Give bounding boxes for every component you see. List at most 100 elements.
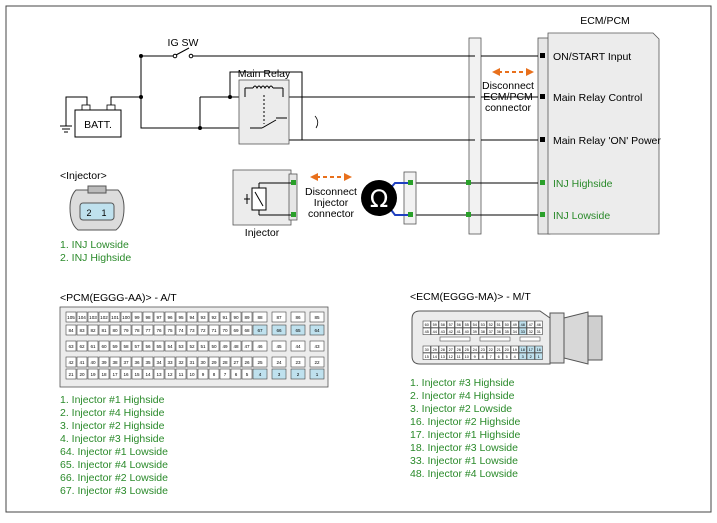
pcm-pin xyxy=(290,340,306,352)
pcm-pin-number: 94 xyxy=(189,315,195,320)
ecm-pin xyxy=(478,352,487,360)
ecm-pin xyxy=(422,320,431,328)
ecm-pin xyxy=(518,345,527,353)
ecm-pin-number: 30 xyxy=(425,348,429,352)
pcm-connector-title: <PCM(EGGG-AA)> - A/T xyxy=(60,292,177,304)
pcm-pin-number: 69 xyxy=(233,328,239,333)
ecm-pin-number: 17 xyxy=(529,348,533,352)
ecm-pin xyxy=(526,327,535,335)
battery-icon xyxy=(74,104,122,138)
pcm-pin-number: 83 xyxy=(79,328,85,333)
ecm-pin-number: 14 xyxy=(433,355,437,359)
pcm-pin-number: 88 xyxy=(257,315,263,320)
main-relay-label: Main Relay xyxy=(238,68,291,80)
ecm-pin-number: 41 xyxy=(457,330,461,334)
pcm-pin-number: 99 xyxy=(134,315,140,320)
pcm-pin xyxy=(153,311,165,323)
pcm-pin-number: 100 xyxy=(122,315,130,320)
pcm-pin xyxy=(87,368,99,380)
pcm-pin-number: 52 xyxy=(189,344,195,349)
ecm-pin-list-item: 1. Injector #3 Highside xyxy=(410,377,515,389)
disconnect-ecm-line: ECM/PCM xyxy=(483,91,533,103)
pcm-pin-number: 105 xyxy=(67,315,75,320)
ecm-pin-number: 29 xyxy=(433,348,437,352)
pcm-pin-number: 42 xyxy=(68,360,74,365)
pcm-pin xyxy=(230,311,242,323)
pcm-pin-number: 51 xyxy=(200,344,206,349)
ecm-pin xyxy=(422,352,431,360)
ig-switch-label: IG SW xyxy=(168,37,199,49)
ecm-pin xyxy=(462,327,471,335)
ecm-pin-number: 7 xyxy=(490,355,492,359)
pcm-pin-number: 38 xyxy=(112,360,118,365)
pcm-pin xyxy=(175,356,187,368)
ecm-pin-list-item: 16. Injector #2 Highside xyxy=(410,416,520,428)
pcm-pin-number: 85 xyxy=(314,315,320,320)
pcm-pin-number: 71 xyxy=(211,328,217,333)
pcm-pin-list-item: 2. Injector #4 Highside xyxy=(60,407,165,419)
pcm-pin xyxy=(153,340,165,352)
pcm-pin-number: 63 xyxy=(68,344,74,349)
ecm-pin xyxy=(430,345,439,353)
pcm-pin xyxy=(241,340,253,352)
pcm-pin xyxy=(241,368,253,380)
ecm-pin-number: 35 xyxy=(505,330,509,334)
ecm-pin-number: 36 xyxy=(497,330,501,334)
pcm-pin-number: 35 xyxy=(145,360,151,365)
pcm-pin-number: 96 xyxy=(167,315,173,320)
pcm-pin-number: 64 xyxy=(314,328,320,333)
pcm-pin-number: 30 xyxy=(200,360,206,365)
ground-icon xyxy=(60,125,72,133)
ecm-pin-number: 16 xyxy=(537,348,541,352)
pcm-pin-number: 84 xyxy=(68,328,74,333)
ecm-pin-list-item: 3. Injector #2 Lowside xyxy=(410,403,512,415)
pcm-pin-number: 59 xyxy=(112,344,118,349)
pcm-pin-list-item: 3. Injector #2 Highside xyxy=(60,420,165,432)
pcm-pin xyxy=(109,311,121,323)
ecm-pin-number: 37 xyxy=(489,330,493,334)
pcm-pin-number: 29 xyxy=(211,360,217,365)
ecm-pin xyxy=(486,345,495,353)
pcm-pin-number: 58 xyxy=(123,344,129,349)
ecm-pin xyxy=(526,352,535,360)
disconnect-injector-line: connector xyxy=(308,208,355,220)
pcm-pin-number: 87 xyxy=(276,315,282,320)
injector-pin-marker xyxy=(291,212,296,217)
ecm-pin-number: 18 xyxy=(521,348,525,352)
pcm-pin xyxy=(197,340,209,352)
ecm-pin-label: Main Relay Control xyxy=(553,92,642,104)
ecm-pin-number: 1 xyxy=(538,355,540,359)
pcm-pin-number: 13 xyxy=(156,372,162,377)
ecm-pin-number: 28 xyxy=(441,348,445,352)
pcm-pin xyxy=(142,368,154,380)
ecm-pin-number: 55 xyxy=(465,323,469,327)
ig-switch-icon xyxy=(172,47,194,59)
pcm-pin-number: 45 xyxy=(276,344,282,349)
pcm-pin xyxy=(98,311,110,323)
ecm-pin-number: 43 xyxy=(441,330,445,334)
ecm-pin-number: 33 xyxy=(521,330,525,334)
pcm-pin-number: 93 xyxy=(200,315,206,320)
pcm-pin-number: 15 xyxy=(134,372,140,377)
pcm-pin-number: 102 xyxy=(100,315,108,320)
ecm-pin-number: 3 xyxy=(522,355,524,359)
pcm-pin xyxy=(309,311,325,323)
disconnect-ecm-line: Disconnect xyxy=(482,80,534,92)
pcm-pin-number: 66 xyxy=(276,328,282,333)
pcm-pin xyxy=(252,368,268,380)
pcm-pin xyxy=(142,311,154,323)
pcm-pin xyxy=(131,368,143,380)
pcm-pin xyxy=(175,311,187,323)
ecm-pin xyxy=(502,320,511,328)
ecm-pin xyxy=(446,320,455,328)
pcm-pin-number: 46 xyxy=(257,344,263,349)
ecm-pin-list-item: 18. Injector #3 Lowside xyxy=(410,442,518,454)
pcm-pin-number: 70 xyxy=(222,328,228,333)
ecm-connector-title: <ECM(EGGG-MA)> - M/T xyxy=(410,291,531,303)
ecm-pin xyxy=(430,320,439,328)
pcm-pin xyxy=(153,324,165,336)
pcm-pin xyxy=(208,368,220,380)
wire-batt-plus xyxy=(110,96,141,109)
